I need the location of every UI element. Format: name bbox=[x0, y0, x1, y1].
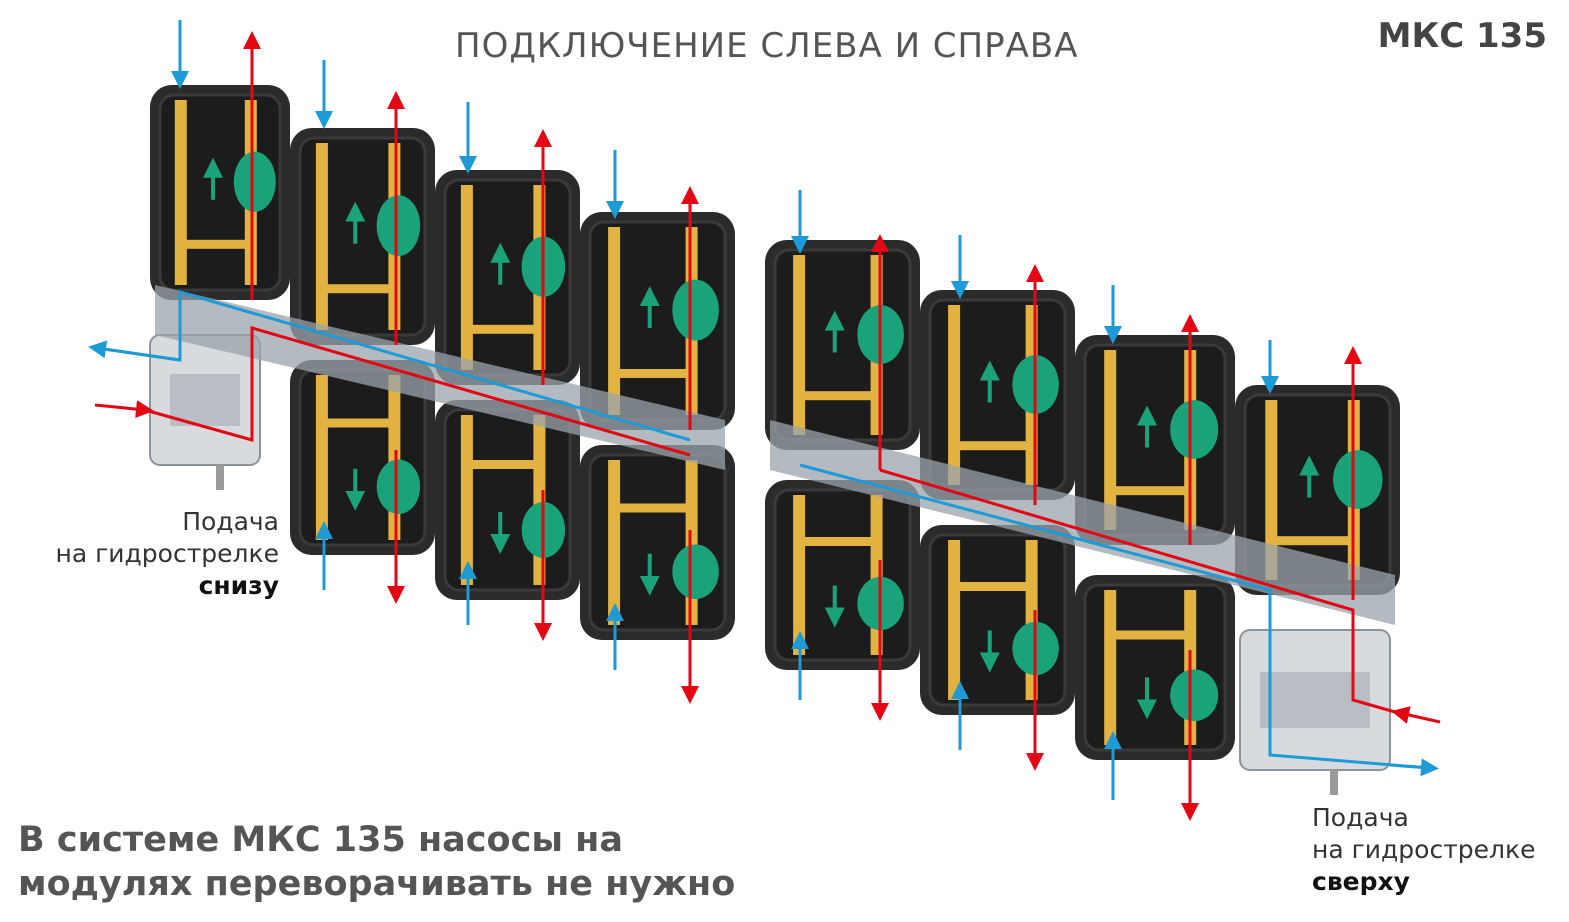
bypass-pipe bbox=[321, 284, 395, 294]
brass-pipe-right bbox=[685, 460, 698, 625]
pump-module bbox=[150, 85, 290, 300]
supply-line-left bbox=[144, 326, 691, 457]
supply-inlet-arrow bbox=[1391, 706, 1441, 724]
footer-note-line2: модулях переворачивать не нужно bbox=[18, 864, 736, 904]
drain-valve bbox=[216, 465, 224, 490]
pump-icon bbox=[1170, 400, 1219, 459]
brass-pipe-left bbox=[948, 540, 961, 700]
pump-module bbox=[435, 170, 580, 385]
pump-module bbox=[290, 128, 435, 345]
right-caption-line1: Подача bbox=[1312, 803, 1409, 832]
return-outlet-arrow bbox=[88, 340, 181, 362]
hydraulic-separator bbox=[149, 334, 261, 490]
manifold-right bbox=[770, 420, 1395, 625]
drain-valve bbox=[1330, 770, 1338, 795]
separator-chamber bbox=[170, 374, 240, 426]
brass-pipe-left bbox=[1265, 400, 1278, 580]
pump-module bbox=[765, 480, 920, 670]
return-line-right bbox=[799, 463, 1431, 770]
pump-icon bbox=[672, 544, 719, 600]
footer-note-line1: В системе МКС 135 насосы на bbox=[18, 820, 623, 860]
pump-module bbox=[920, 525, 1075, 715]
bypass-pipe bbox=[799, 391, 877, 401]
supply-line-right bbox=[879, 468, 1396, 714]
pump-icon bbox=[672, 279, 719, 341]
pump-icon bbox=[376, 459, 421, 515]
right-caption-line3: сверху bbox=[1312, 867, 1410, 896]
pump-module bbox=[765, 240, 920, 450]
pump-module bbox=[1075, 575, 1235, 760]
right-caption-line2: на гидрострелке bbox=[1312, 835, 1536, 864]
left-caption-line1: Подача bbox=[182, 507, 279, 536]
bypass-pipe bbox=[614, 503, 692, 513]
bypass-pipe bbox=[799, 537, 877, 546]
hydraulic-separator bbox=[1239, 629, 1391, 795]
pump-icon bbox=[376, 195, 421, 257]
bypass-pipe bbox=[466, 460, 540, 469]
brass-pipe-left bbox=[1104, 590, 1117, 745]
pump-icon bbox=[233, 151, 276, 212]
bypass-pipe bbox=[1110, 486, 1191, 496]
return-outlet-arrow bbox=[1389, 758, 1439, 777]
brass-pipe-left bbox=[608, 227, 621, 415]
pump-module bbox=[290, 360, 435, 555]
bypass-pipe bbox=[1271, 536, 1354, 546]
bypass-pipe bbox=[954, 441, 1032, 451]
brass-pipe-left bbox=[460, 185, 473, 370]
bypass-pipe bbox=[614, 368, 692, 378]
brass-pipe-left bbox=[460, 415, 473, 585]
brass-pipe-left bbox=[174, 100, 187, 285]
pump-icon bbox=[1170, 669, 1219, 722]
bypass-pipe bbox=[321, 418, 395, 428]
brass-pipe-left bbox=[315, 375, 328, 540]
brass-pipe-right bbox=[388, 375, 401, 540]
bypass-pipe bbox=[954, 582, 1032, 591]
pump-icon bbox=[1333, 450, 1383, 509]
brass-pipe-left bbox=[793, 255, 806, 435]
page-title: ПОДКЛЮЧЕНИЕ СЛЕВА И СПРАВА bbox=[455, 26, 1079, 66]
bypass-pipe bbox=[180, 239, 251, 249]
brass-pipe-left bbox=[608, 460, 621, 625]
footer-note: В системе МКС 135 насосы на модулях пере… bbox=[18, 818, 735, 906]
bypass-pipe bbox=[1110, 630, 1191, 640]
left-caption: Подача на гидрострелке снизу bbox=[56, 506, 279, 602]
brass-pipe-left bbox=[1104, 350, 1117, 530]
bypass-pipe bbox=[466, 324, 540, 334]
brass-pipe-left bbox=[315, 143, 328, 330]
right-caption: Подача на гидрострелке сверху bbox=[1312, 802, 1535, 898]
brass-pipe-left bbox=[793, 495, 806, 655]
brass-pipe-left bbox=[948, 305, 961, 485]
pump-module bbox=[580, 445, 735, 640]
left-caption-line3: снизу bbox=[198, 571, 279, 600]
left-caption-line2: на гидрострелке bbox=[55, 539, 279, 568]
model-label: МКС 135 bbox=[1377, 16, 1547, 56]
supply-inlet-arrow bbox=[94, 400, 154, 419]
